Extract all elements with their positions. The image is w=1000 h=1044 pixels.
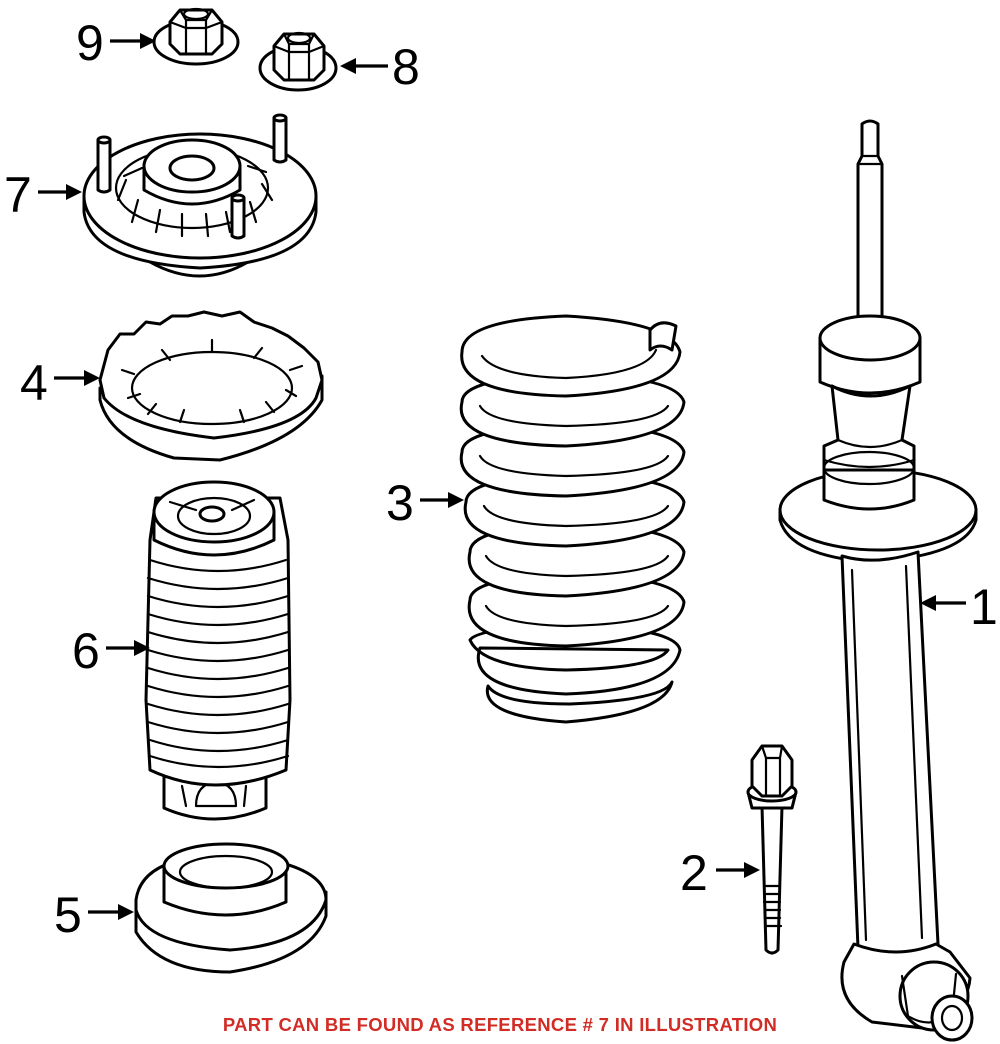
- callout-9: 9: [76, 15, 156, 71]
- part-5-lower-spring-pad: [134, 842, 328, 974]
- part-8-flange-nut: [258, 31, 338, 92]
- callout-1-number: 1: [970, 579, 998, 635]
- part-4-spring-seat: [98, 310, 324, 462]
- part-9-flange-nut: [152, 7, 240, 66]
- part-6-dust-boot: [144, 480, 292, 821]
- callout-9-number: 9: [76, 15, 104, 71]
- callout-5-number: 5: [54, 887, 82, 943]
- callout-5: 5: [54, 887, 134, 943]
- callout-8: 8: [340, 39, 420, 95]
- callout-6-number: 6: [72, 623, 100, 679]
- callout-4: 4: [20, 355, 100, 411]
- part-3-coil-spring: [459, 314, 686, 724]
- callout-4-number: 4: [20, 355, 48, 411]
- callout-8-number: 8: [392, 39, 420, 95]
- callout-6: 6: [72, 623, 150, 679]
- callout-7: 7: [4, 167, 82, 223]
- callout-3: 3: [386, 475, 464, 531]
- part-2-bolt: [746, 744, 798, 955]
- callout-3-number: 3: [386, 475, 414, 531]
- callout-1: 1: [920, 579, 998, 635]
- callout-2-number: 2: [680, 845, 708, 901]
- reference-footnote: PART CAN BE FOUND AS REFERENCE # 7 IN IL…: [222, 1014, 778, 1035]
- part-7-strut-mount: [82, 113, 318, 278]
- callout-7-number: 7: [4, 167, 32, 223]
- part-1-shock-absorber: [778, 119, 978, 1042]
- callout-2: 2: [680, 845, 760, 901]
